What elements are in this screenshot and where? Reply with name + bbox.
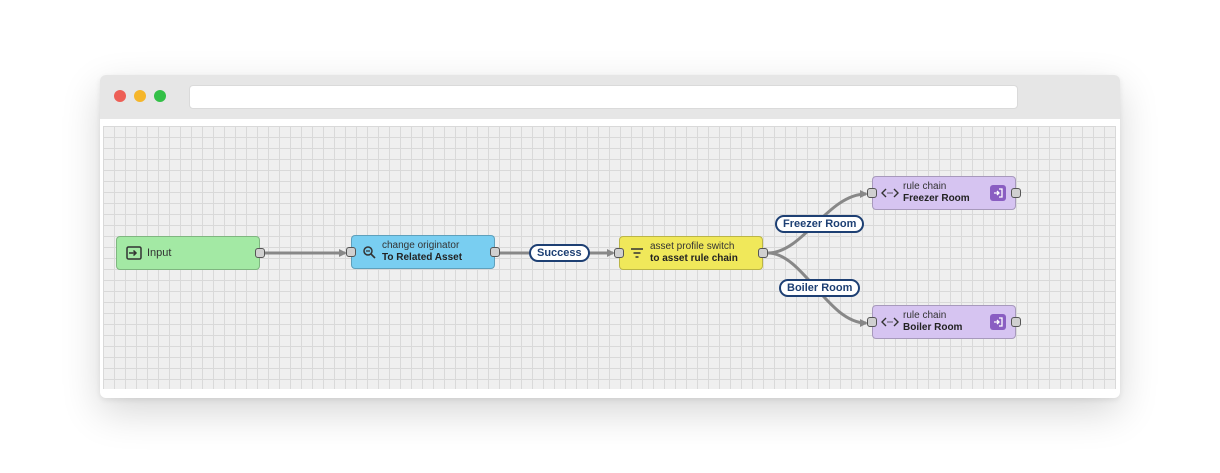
boiler-input-port[interactable] <box>867 317 877 327</box>
boiler-rule-chain-type: rule chain <box>903 310 947 321</box>
freezer-room-connection-label[interactable]: Freezer Room <box>775 215 865 233</box>
minimize-window-button[interactable] <box>134 90 146 102</box>
asset-profile-switch-name: to asset rule chain <box>650 253 738 264</box>
boiler-rule-chain-name: Boiler Room <box>903 322 963 333</box>
change-originator-type: change originator <box>382 240 460 251</box>
freezer-input-port[interactable] <box>867 188 877 198</box>
browser-window: Input change originator To Related Asset <box>100 75 1120 398</box>
node-input-label: Input <box>147 247 172 259</box>
asset-profile-switch-input-port[interactable] <box>614 248 624 258</box>
code-brackets-icon <box>881 314 899 330</box>
freezer-output-port[interactable] <box>1011 188 1021 198</box>
filter-icon <box>628 245 646 261</box>
success-connection-label[interactable]: Success <box>529 244 590 262</box>
open-in-icon[interactable] <box>990 185 1006 201</box>
change-originator-input-port[interactable] <box>346 247 356 257</box>
node-rule-chain-freezer[interactable]: rule chain Freezer Room <box>867 176 1021 210</box>
node-input[interactable]: Input <box>116 236 265 270</box>
code-brackets-icon <box>881 185 899 201</box>
search-transform-icon <box>360 244 378 260</box>
node-change-originator[interactable]: change originator To Related Asset <box>346 235 500 269</box>
input-output-port[interactable] <box>255 248 265 258</box>
change-originator-name: To Related Asset <box>382 252 463 263</box>
node-asset-profile-switch[interactable]: asset profile switch to asset rule chain <box>614 236 768 270</box>
input-icon <box>125 245 143 261</box>
freezer-rule-chain-name: Freezer Room <box>903 193 970 204</box>
boiler-output-port[interactable] <box>1011 317 1021 327</box>
node-rule-chain-boiler[interactable]: rule chain Boiler Room <box>867 305 1021 339</box>
close-window-button[interactable] <box>114 90 126 102</box>
change-originator-output-port[interactable] <box>490 247 500 257</box>
address-bar[interactable] <box>189 85 1018 109</box>
browser-titlebar <box>100 75 1120 119</box>
rule-chain-canvas[interactable]: Input change originator To Related Asset <box>103 126 1116 389</box>
boiler-room-connection-label[interactable]: Boiler Room <box>779 279 861 297</box>
maximize-window-button[interactable] <box>154 90 166 102</box>
asset-profile-switch-output-port[interactable] <box>758 248 768 258</box>
open-in-icon[interactable] <box>990 314 1006 330</box>
asset-profile-switch-type: asset profile switch <box>650 241 735 252</box>
freezer-rule-chain-type: rule chain <box>903 181 947 192</box>
